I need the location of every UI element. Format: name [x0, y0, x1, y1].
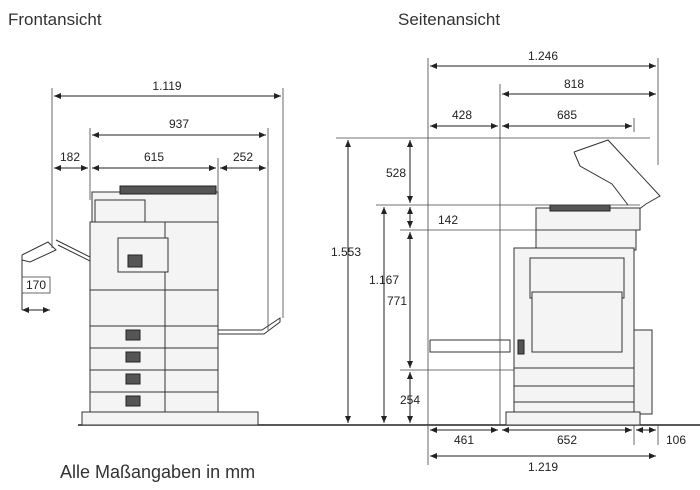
- dim-252-label: 252: [233, 150, 253, 164]
- dim-1246-label: 1.246: [528, 49, 558, 63]
- dim-182-label: 182: [60, 150, 80, 164]
- dim-1119-label: 1.119: [152, 79, 181, 93]
- dim-106-label: 106: [666, 433, 686, 447]
- front-view-machine: [21, 162, 281, 426]
- dim-937-label: 937: [169, 117, 189, 131]
- dim-771-label: 771: [387, 294, 407, 308]
- dim-652-label: 652: [557, 433, 577, 447]
- dim-1219-label: 1.219: [528, 460, 558, 474]
- dim-461-label: 461: [454, 433, 474, 447]
- side-view-machine: [429, 139, 661, 426]
- dim-1553-label: 1.553: [331, 245, 361, 259]
- dim-1167-label: 1.167: [369, 273, 399, 287]
- dim-685-label: 685: [557, 108, 577, 122]
- front-view-title: Frontansicht: [8, 10, 102, 29]
- tray-dim-box: [21, 276, 51, 294]
- dim-615-label: 615: [144, 150, 164, 164]
- dim-254-label: 254: [400, 393, 420, 407]
- dim-428-label: 428: [452, 108, 472, 122]
- dim-142-label: 142: [438, 213, 458, 227]
- dim-170-label: 170: [26, 278, 46, 292]
- dim-818-label: 818: [564, 77, 584, 91]
- dim-528-label: 528: [386, 166, 406, 180]
- side-view-title: Seitenansicht: [398, 10, 501, 29]
- units-note: Alle Maßangaben in mm: [60, 462, 256, 482]
